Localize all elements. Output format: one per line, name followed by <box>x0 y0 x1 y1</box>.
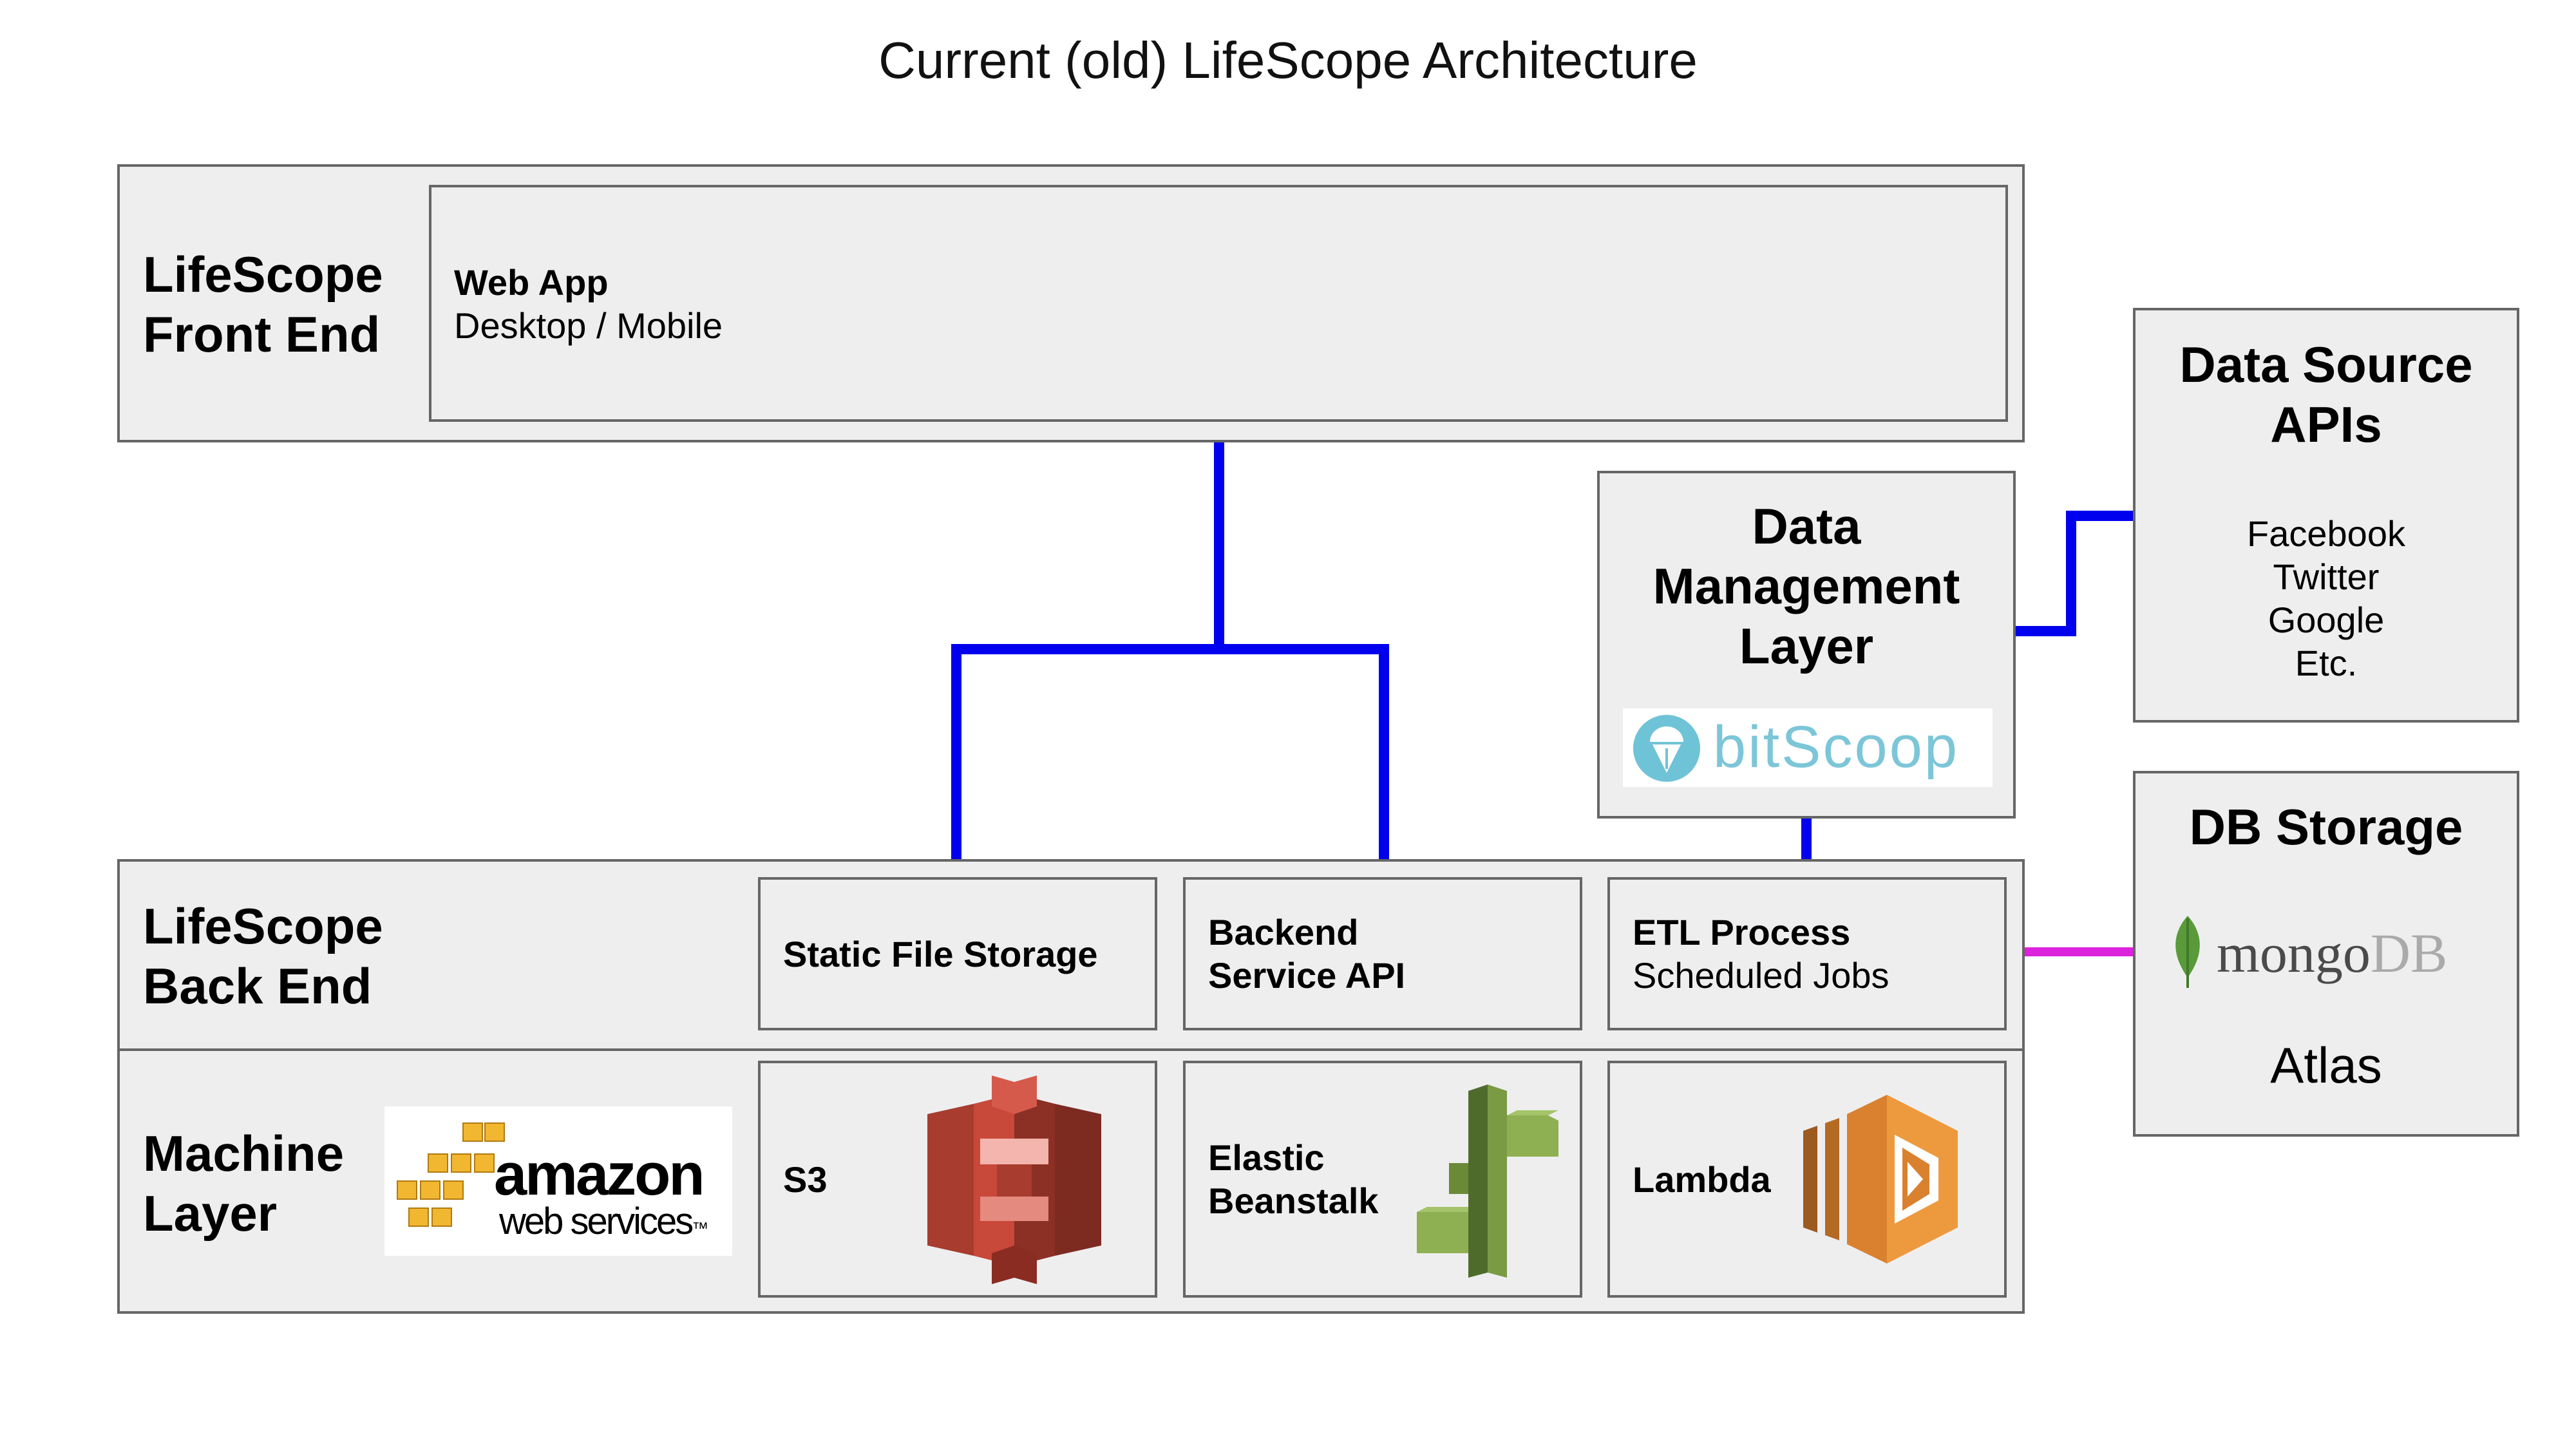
elastic-beanstalk-box <box>1183 1061 1582 1298</box>
aws-logo-tm: ™ <box>692 1218 708 1238</box>
elastic-beanstalk-icon <box>1417 1084 1558 1278</box>
machine-layer-label-line1: Machine <box>143 1125 345 1182</box>
aws-logo-text-a: amazon <box>494 1142 705 1208</box>
web-app-subtitle: Desktop / Mobile <box>454 305 723 346</box>
diagram-title: Current (old) LifeScope Architecture <box>878 32 1698 89</box>
data-source-item: Etc. <box>2295 643 2358 683</box>
mongodb-logo: mongoDB <box>2165 913 2513 990</box>
static-file-storage-label: Static File Storage <box>783 934 1098 974</box>
dml-to-datasource-connector <box>2014 511 2135 636</box>
data-management-title-line1: Data <box>1752 498 1861 554</box>
web-app-box <box>429 185 2008 422</box>
backend-service-api-line2: Service API <box>1208 955 1406 996</box>
data-source-apis-title-line2: APIs <box>2270 396 2382 453</box>
data-source-apis-box <box>2133 308 2519 723</box>
data-management-title-line2: Management <box>1653 558 1960 614</box>
mongodb-logo-text: mongoDB <box>2217 922 2447 984</box>
data-source-apis-list: Facebook Twitter Google Etc. <box>2133 512 2519 685</box>
s3-bucket-icon <box>927 1075 1101 1284</box>
bitscoop-logo: bitScoop <box>1623 708 1993 787</box>
backend-service-api-label: Backend Service API <box>1208 911 1569 997</box>
elastic-beanstalk-line2: Beanstalk <box>1208 1180 1379 1221</box>
elastic-beanstalk-line1: Elastic <box>1208 1137 1325 1178</box>
data-management-title-line3: Layer <box>1739 618 1874 674</box>
data-management-title: Data Management Layer <box>1597 497 2016 676</box>
bitscoop-logo-text: bitScoop <box>1713 714 1960 780</box>
data-source-item: Facebook <box>2247 513 2405 554</box>
lambda-icon <box>1803 1095 1958 1264</box>
bitscoop-logo-icon <box>1633 715 1700 782</box>
mongodb-leaf-icon <box>2175 916 2200 988</box>
aws-logo-text-b: web services™ <box>499 1200 708 1248</box>
data-source-item: Twitter <box>2273 556 2380 597</box>
s3-label: S3 <box>783 1159 828 1200</box>
static-file-storage-box <box>758 877 1157 1030</box>
machine-layer-label-line2: Layer <box>143 1185 278 1242</box>
etl-process-title: ETL Process <box>1633 912 1851 952</box>
db-storage-subtitle: Atlas <box>2270 1037 2382 1094</box>
lambda-label: Lambda <box>1633 1159 1771 1200</box>
aws-logo: amazon web services™ <box>384 1106 732 1256</box>
machine-layer-label: Machine Layer <box>143 1124 426 1244</box>
data-source-apis-title: Data Source APIs <box>2133 335 2519 455</box>
front-end-label: LifeScope Front End <box>143 245 426 365</box>
backend-service-api-box <box>1183 877 1582 1030</box>
data-source-apis-title-line1: Data Source <box>2179 336 2473 393</box>
back-end-label-line2: Back End <box>143 958 372 1014</box>
db-storage-title: DB Storage <box>2189 799 2463 855</box>
mongodb-logo-text-a: mongo <box>2217 922 2371 984</box>
etl-process-text: ETL Process Scheduled Jobs <box>1633 911 1993 997</box>
aws-logo-icon <box>397 1122 505 1227</box>
data-source-item: Google <box>2268 600 2385 640</box>
etl-process-subtitle: Scheduled Jobs <box>1633 955 1889 996</box>
backend-service-api-line1: Backend <box>1208 912 1359 952</box>
aws-logo-text-b-main: web services <box>499 1200 694 1242</box>
web-app-title: Web App <box>454 262 609 303</box>
web-app-text: Web App Desktop / Mobile <box>454 261 1034 347</box>
front-end-label-line2: Front End <box>143 306 381 363</box>
elastic-beanstalk-label: Elastic Beanstalk <box>1208 1136 1401 1222</box>
back-end-label: LifeScope Back End <box>143 896 426 1016</box>
webapp-to-backend-connector <box>951 422 1389 877</box>
back-end-label-line1: LifeScope <box>143 898 383 954</box>
etl-process-box <box>1607 877 2007 1030</box>
front-end-label-line1: LifeScope <box>143 246 383 303</box>
mongodb-logo-text-b: DB <box>2370 922 2448 984</box>
